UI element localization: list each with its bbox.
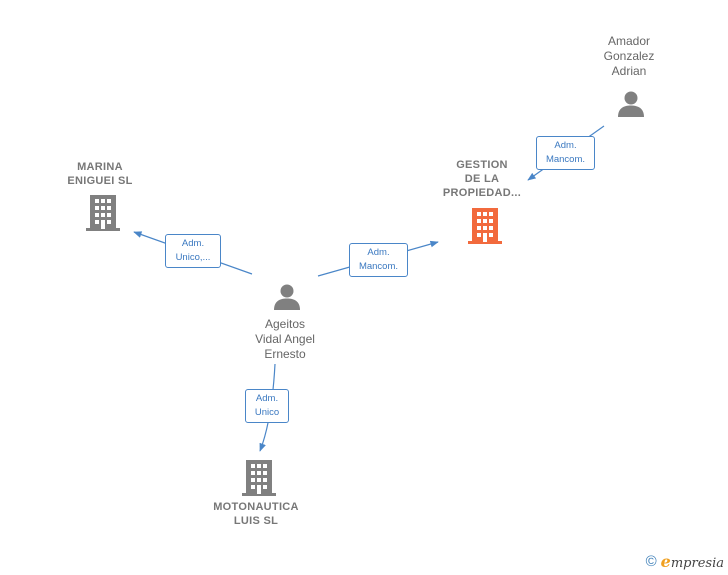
- person-name-amador[interactable]: Amador Gonzalez Adrian: [603, 34, 655, 78]
- brand-logo[interactable]: empresia: [661, 552, 724, 571]
- building-icon[interactable]: [242, 460, 276, 496]
- company-name-gestion[interactable]: GESTION DE LA PROPIEDAD...: [442, 159, 522, 199]
- person-icon[interactable]: [272, 282, 302, 312]
- company-name-motonautica[interactable]: MOTONAUTICA LUIS SL: [213, 501, 299, 527]
- copyright-icon: ©: [645, 553, 657, 570]
- edge-label-amador-gestion[interactable]: Adm. Mancom.: [536, 136, 595, 170]
- company-name-marina[interactable]: MARINA ENIGUEI SL: [67, 161, 133, 187]
- building-icon-highlight[interactable]: [468, 208, 502, 244]
- edge-label-ageitos-gestion[interactable]: Adm. Mancom.: [349, 243, 408, 277]
- person-name-ageitos[interactable]: Ageitos Vidal Angel Ernesto: [255, 317, 315, 361]
- edge-label-ageitos-marina[interactable]: Adm. Unico,...: [165, 234, 221, 268]
- building-icon[interactable]: [86, 195, 120, 231]
- footer-brand: © empresia: [646, 552, 724, 571]
- edge-label-ageitos-motonautica[interactable]: Adm. Unico: [245, 389, 289, 423]
- brand-name: mpresia: [670, 556, 724, 571]
- brand-initial: e: [660, 552, 671, 571]
- person-icon[interactable]: [616, 89, 646, 119]
